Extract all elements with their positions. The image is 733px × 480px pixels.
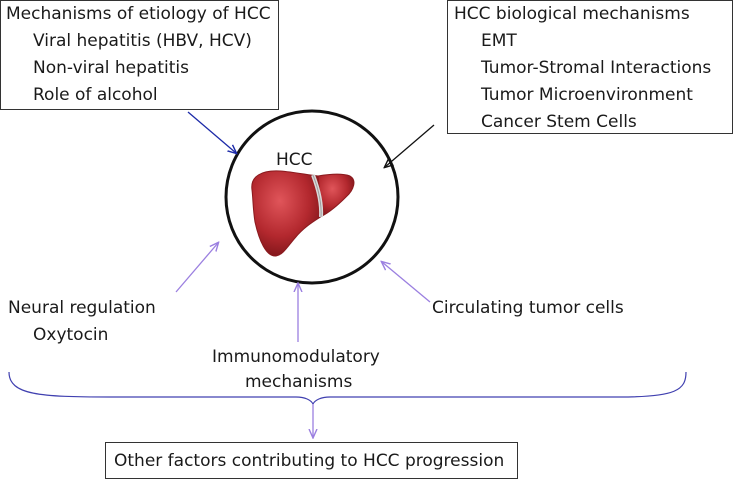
biological-item: Cancer Stem Cells: [481, 112, 637, 132]
etiology-item: Non-viral hepatitis: [33, 58, 189, 78]
etiology-box: [0, 0, 279, 110]
biological-item: Tumor-Stromal Interactions: [481, 58, 712, 78]
grouping-brace: [8, 371, 687, 406]
biological-item: Tumor Microenvironment: [481, 85, 693, 105]
immuno-line2: mechanisms: [245, 372, 353, 392]
circulating-label: Circulating tumor cells: [432, 298, 624, 318]
biological-title: HCC biological mechanisms: [454, 4, 690, 24]
biological-item: EMT: [481, 31, 517, 51]
liver-icon: [251, 170, 355, 257]
hcc-label: HCC: [276, 150, 313, 170]
bottom-label: Other factors contributing to HCC progre…: [114, 451, 505, 471]
neural-item: Oxytocin: [33, 325, 109, 345]
immuno-line1: Immunomodulatory: [212, 347, 380, 367]
etiology-item: Role of alcohol: [33, 85, 158, 105]
bottom-box: [105, 442, 518, 479]
etiology-item: Viral hepatitis (HBV, HCV): [33, 31, 252, 51]
etiology-title: Mechanisms of etiology of HCC: [6, 4, 271, 24]
arrow-circulating: [382, 262, 431, 303]
neural-title: Neural regulation: [8, 298, 156, 318]
arrow-etiology: [187, 111, 236, 153]
arrow-neural: [175, 243, 218, 293]
arrow-biological: [385, 124, 435, 167]
